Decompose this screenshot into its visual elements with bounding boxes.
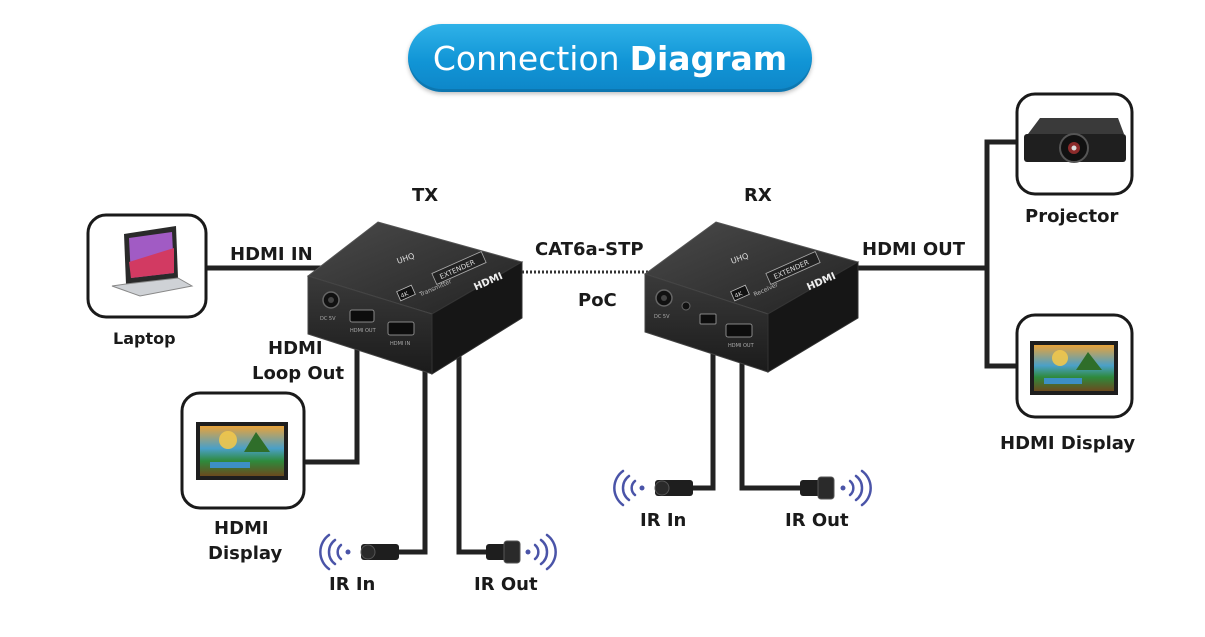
laptop-box [86,213,208,319]
hdmi-display-right-label: HDMI Display [1000,433,1136,454]
rx-ir-out-module [800,469,872,507]
wireless-wave-icon [319,533,351,571]
rx-ir-in-label: IR In [640,510,687,531]
hdmi-in-label: HDMI IN [230,244,313,265]
rx-dc-label: DC 5V [654,314,670,320]
hdmi-loop-out-label-line2: Loop Out [252,363,345,384]
projector-icon [1024,118,1126,163]
laptop-label: Laptop [113,329,176,348]
rx-ir-out-cable [739,349,809,491]
rx-ir-out-label: IR Out [785,510,849,531]
monitor-icon-left [196,422,288,480]
hdmi-display-left-label-line1: HDMI [214,518,269,539]
tx-ir-out-label: IR Out [474,574,538,595]
rx-ir-in-cable [687,337,716,491]
tx-hdmi-in-port-label: HDMI IN [390,341,410,347]
rx-hdmi-out-port-label: HDMI OUT [728,343,755,349]
tx-ir-in-label: IR In [329,574,376,595]
tx-label: TX [412,185,439,206]
wireless-wave-icon [613,469,645,507]
hdmi-display-left-label-line2: Display [208,543,283,564]
wireless-wave-icon [840,469,872,507]
loop-out-cable [303,333,360,465]
tx-dc-label: DC 5V [320,316,336,322]
tx-hdmi-out-port-label: HDMI OUT [350,328,377,334]
wireless-wave-icon [525,533,557,571]
rx-label: RX [744,185,772,206]
projector-branch [984,139,1020,271]
tx-ir-in-cable [395,369,428,555]
title-banner: Connection Diagram [408,24,812,92]
rx-ir-in-module [613,469,693,507]
title-part-1: Connection [432,38,620,78]
projector-label: Projector [1025,206,1119,227]
rx-4k-badge: 4K [734,290,745,300]
hdmi-display-right-box [1015,313,1134,419]
hdmi-out-label: HDMI OUT [862,239,966,260]
display-branch [984,265,1020,369]
projector-box [1015,92,1134,196]
tx-ir-out-module [486,533,557,571]
hdmi-display-left-box [180,391,306,510]
laptop-icon [111,226,194,297]
tx-ir-in-module [319,533,399,571]
tx-device: UHQ EXTENDER HDMI 4K Transmitter DC 5V H… [306,221,524,375]
monitor-icon-right [1030,341,1118,395]
tx-ir-out-cable [456,339,489,555]
poc-label: PoC [578,290,617,311]
hdmi-loop-out-label-line1: HDMI [268,338,323,359]
rx-device: UHQ EXTENDER HDMI 4K Receiver DC 5V HDMI… [643,221,860,373]
tx-4k-badge: 4K [400,290,411,300]
cable-label: CAT6a-STP [535,239,644,260]
cables [203,139,1020,555]
title-part-2: Diagram [629,38,788,78]
